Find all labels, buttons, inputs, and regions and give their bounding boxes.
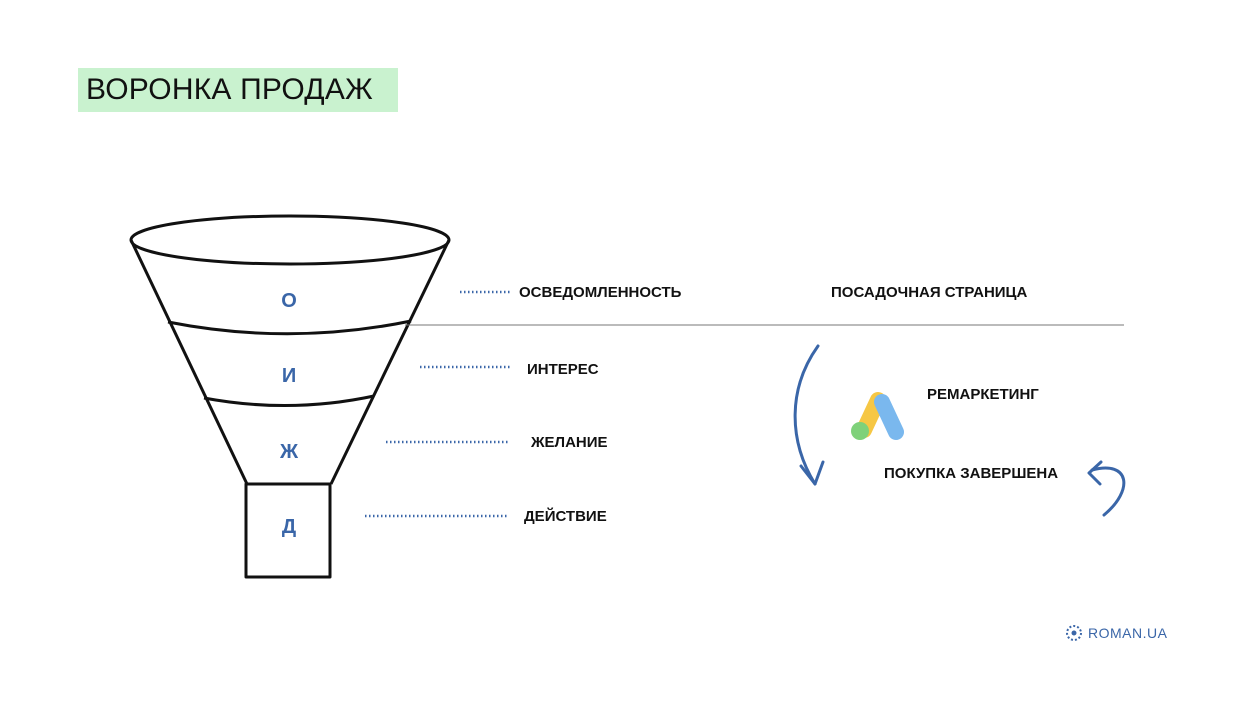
funnel <box>129 214 451 579</box>
funnel-divider-1 <box>167 319 412 336</box>
purchase-complete-label: ПОКУПКА ЗАВЕРШЕНА <box>884 465 1058 482</box>
stage-letter-awareness: О <box>281 290 297 312</box>
funnel-divider-2 <box>203 394 375 407</box>
roman-ua-logo-icon <box>1066 625 1082 641</box>
google-ads-logo-icon <box>851 392 904 440</box>
curved-arrow-down-icon <box>793 344 825 486</box>
funnel-spout <box>244 482 332 579</box>
stage-label-interest: ИНТЕРЕС <box>527 361 599 378</box>
stage-label-desire: ЖЕЛАНИЕ <box>530 434 608 451</box>
page-title: ВОРОНКА ПРОДАЖ <box>86 73 373 106</box>
remarketing-label: РЕМАРКЕТИНГ <box>927 386 1039 403</box>
funnel-top-rim <box>129 214 451 266</box>
stage-label-action: ДЕЙСТВИЕ <box>524 507 607 525</box>
stage-letter-action: Д <box>282 516 296 538</box>
brand-name: ROMAN.UA <box>1088 625 1168 641</box>
curved-return-arrow-icon <box>1087 460 1126 517</box>
funnel-left-side <box>129 239 249 485</box>
stage-letter-desire: Ж <box>279 441 299 463</box>
stage-label-awareness: ОСВЕДОМЛЕННОСТЬ <box>519 284 682 301</box>
funnel-right-side <box>329 239 451 485</box>
landing-page-label: ПОСАДОЧНАЯ СТРАНИЦА <box>831 284 1028 301</box>
stage-letter-interest: И <box>282 365 296 387</box>
title-highlight: ВОРОНКА ПРОДАЖ <box>78 68 398 112</box>
